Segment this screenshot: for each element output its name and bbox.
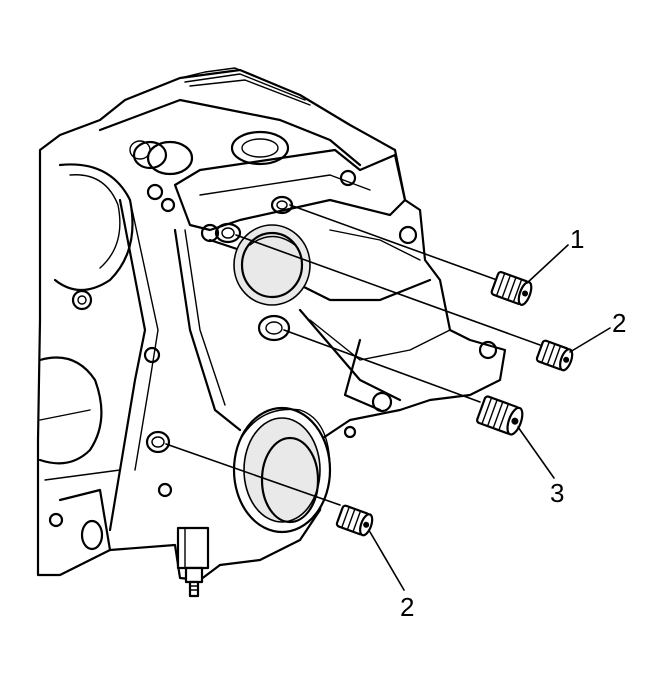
callout-2-upper: 2 [612, 308, 626, 338]
plug-2-upper [535, 339, 574, 372]
plug-3 [476, 395, 524, 436]
callout-1: 1 [570, 224, 584, 254]
plug-2-lower [335, 504, 374, 537]
plug-icon [535, 339, 574, 372]
plug-icon [476, 395, 524, 436]
plug-icon [490, 270, 533, 306]
callout-leaders [369, 244, 611, 591]
callout-2-lower: 2 [400, 592, 414, 622]
plug-icon [335, 504, 374, 537]
sight-lines [165, 204, 541, 506]
engine-block-illustration [36, 67, 507, 598]
callout-3: 3 [550, 478, 564, 508]
plug-1 [490, 270, 533, 306]
